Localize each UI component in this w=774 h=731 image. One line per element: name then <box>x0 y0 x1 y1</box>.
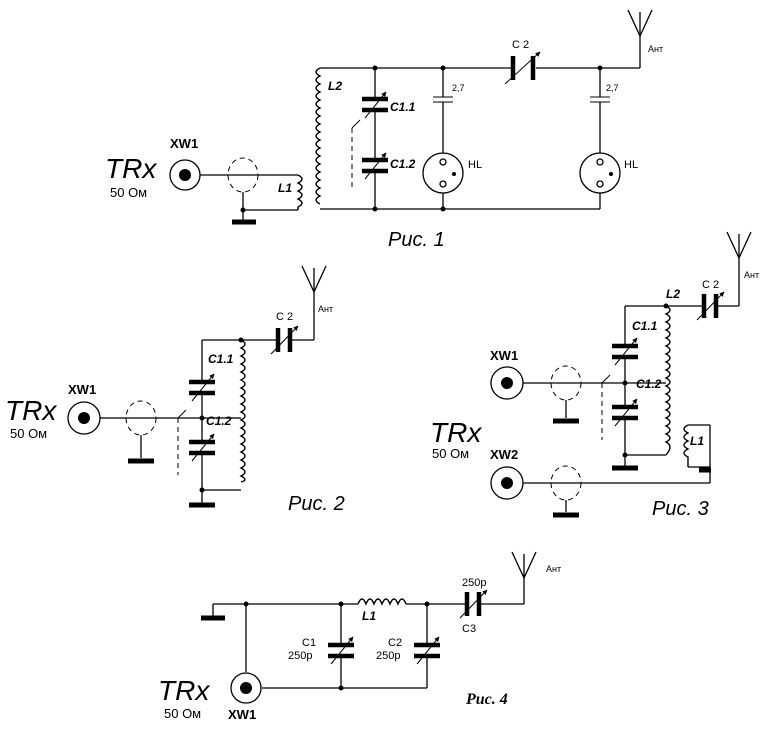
fig3-xw2-label: XW2 <box>490 447 518 462</box>
fig1-c2-label: C 2 <box>512 39 529 51</box>
fig2-ohm-label: 50 Ом <box>10 426 47 441</box>
fig3-ant-label: Ант <box>744 270 759 280</box>
fig1-trx-label: TRx <box>105 153 157 184</box>
fig4-l1-label: L1 <box>362 609 376 623</box>
fig1-l2-coil <box>315 67 322 205</box>
figure-1: XW1 TRx 50 Ом L1 L2 C1.1 <box>105 9 663 251</box>
fig4-c2-value: 250р <box>376 650 400 662</box>
fig4-xw1-label: XW1 <box>228 707 256 722</box>
xw1-connector-pin <box>179 169 191 181</box>
fig2-coil <box>239 339 246 483</box>
fig4-caption: Рис. 4 <box>465 691 508 708</box>
fig3-caption: Рис. 3 <box>652 498 709 520</box>
fig2-c2-label: C 2 <box>276 311 293 323</box>
fig1-ohm-label: 50 Ом <box>110 185 147 200</box>
fig3-l2-label: L2 <box>666 287 680 301</box>
fig1-c11-label: C1.1 <box>390 100 416 114</box>
fig2-c12-label: C1.2 <box>206 414 232 428</box>
fig3-c12-label: C1.2 <box>636 377 662 391</box>
fig3-l1-label: L1 <box>690 434 704 448</box>
fig3-c11-label: C1.1 <box>632 319 658 333</box>
fig4-c2-label: C2 <box>388 637 402 649</box>
fig2-caption: Рис. 2 <box>288 493 345 515</box>
fig1-l1-coil <box>296 174 303 210</box>
fig1-l2-label: L2 <box>328 79 342 93</box>
fig3-l1-coil <box>683 424 690 467</box>
fig3-ohm-label: 50 Ом <box>432 446 469 461</box>
figure-2: XW1 TRx 50 Ом C1.1 C1.2 C <box>5 265 345 515</box>
fig4-c1-label: C1 <box>302 637 316 649</box>
fig3-xw1-label: XW1 <box>490 348 518 363</box>
fig1-l1-label: L1 <box>278 181 292 195</box>
fig4-c1-value: 250р <box>288 650 312 662</box>
fig1-cap27-left: 2,7 <box>452 83 465 93</box>
fig1-caption: Рис. 1 <box>388 229 445 251</box>
fig4-c3-value: 250р <box>462 577 486 589</box>
fig1-c12-label: C1.2 <box>390 157 416 171</box>
fig2-xw1-label: XW1 <box>68 382 96 397</box>
fig1-xw1-label: XW1 <box>170 136 198 151</box>
fig3-c2-label: C 2 <box>702 279 719 291</box>
fig4-c3-label: C3 <box>462 623 476 635</box>
fig1-hl-label-right: HL <box>624 159 638 171</box>
fig4-ohm-label: 50 Ом <box>164 706 201 721</box>
fig4-ant-label: Ант <box>546 564 561 574</box>
fig4-xw1-connector-outer <box>230 672 262 704</box>
fig2-ant-label: Ант <box>318 304 333 314</box>
fig4-trx-label: TRx <box>158 675 210 706</box>
figure-4: L1 250р C3 Ант C1 250р C2 250р <box>158 551 561 722</box>
fig1-cap27-right: 2,7 <box>606 83 619 93</box>
fig2-trx-label: TRx <box>5 395 57 426</box>
figure-3: XW1 TRx 50 Ом XW2 C1.1 C1.2 <box>430 231 759 520</box>
fig3-trx-label: TRx <box>430 417 482 448</box>
fig1-ant-label: Ант <box>648 44 663 54</box>
fig2-c11-label: C1.1 <box>208 352 234 366</box>
fig1-hl-label-left: HL <box>468 159 482 171</box>
fig4-l1-coil <box>357 598 407 606</box>
fig3-l2-coil <box>664 305 671 456</box>
